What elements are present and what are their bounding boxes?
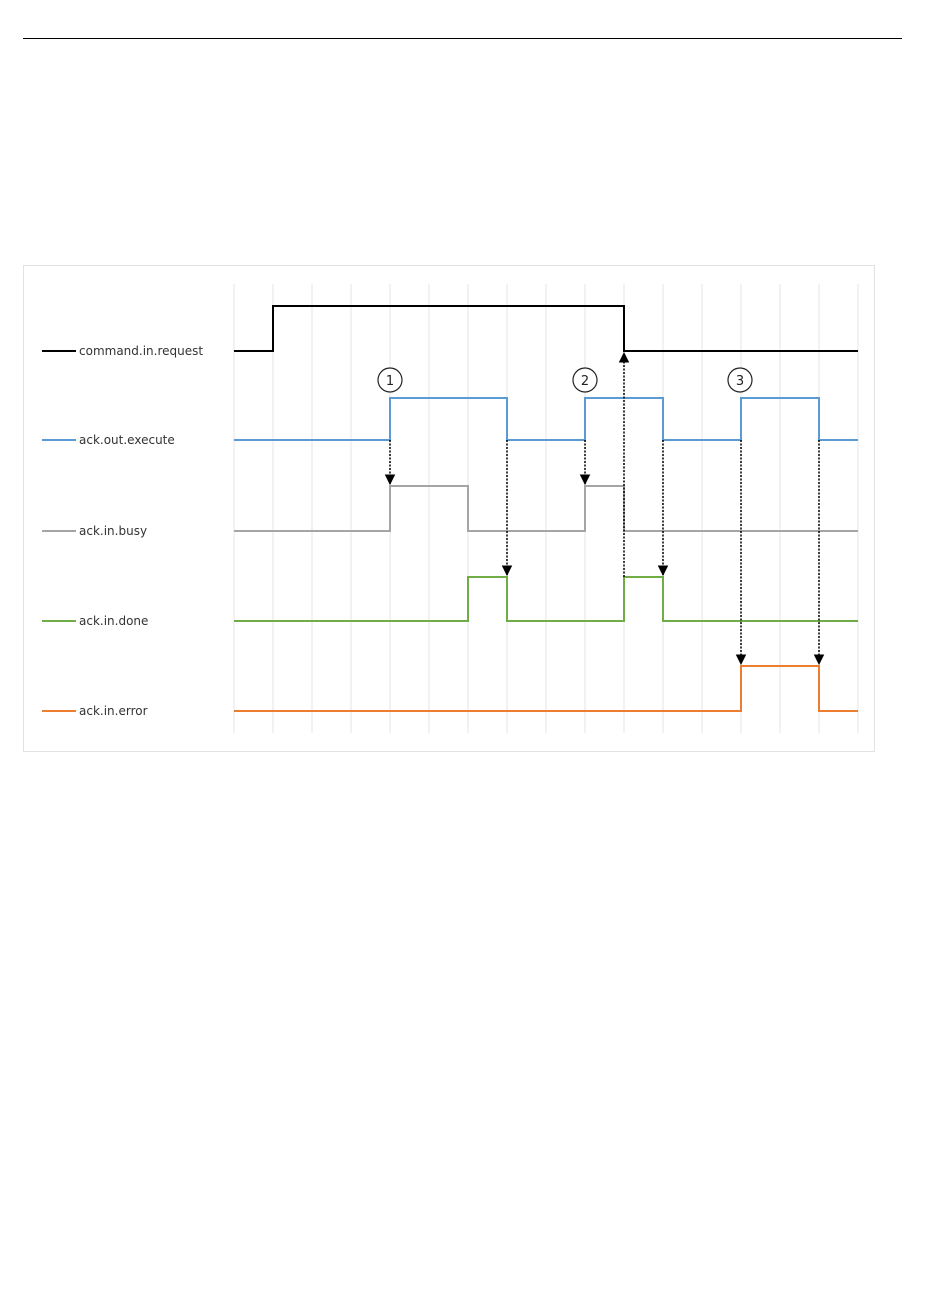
signal-label: ack.out.execute bbox=[79, 433, 175, 447]
signal-waveform-ack-in-error bbox=[234, 665, 858, 712]
step-marker-circle bbox=[727, 367, 753, 393]
signal-label: ack.in.busy bbox=[79, 524, 147, 538]
signal-label: ack.in.error bbox=[79, 704, 148, 718]
step-marker-label: 3 bbox=[736, 374, 744, 389]
step-marker-label: 1 bbox=[386, 374, 394, 389]
diagram-frame bbox=[23, 265, 875, 752]
signal-waveform-command-in-request bbox=[234, 305, 858, 352]
step-marker-circle bbox=[377, 367, 403, 393]
signal-label: command.in.request bbox=[79, 344, 203, 358]
signal-label: ack.in.done bbox=[79, 614, 148, 628]
signal-waveform-ack-in-done bbox=[234, 576, 858, 622]
step-marker-label: 2 bbox=[581, 374, 589, 389]
step-marker-circle bbox=[572, 367, 598, 393]
header-rule bbox=[23, 38, 902, 39]
